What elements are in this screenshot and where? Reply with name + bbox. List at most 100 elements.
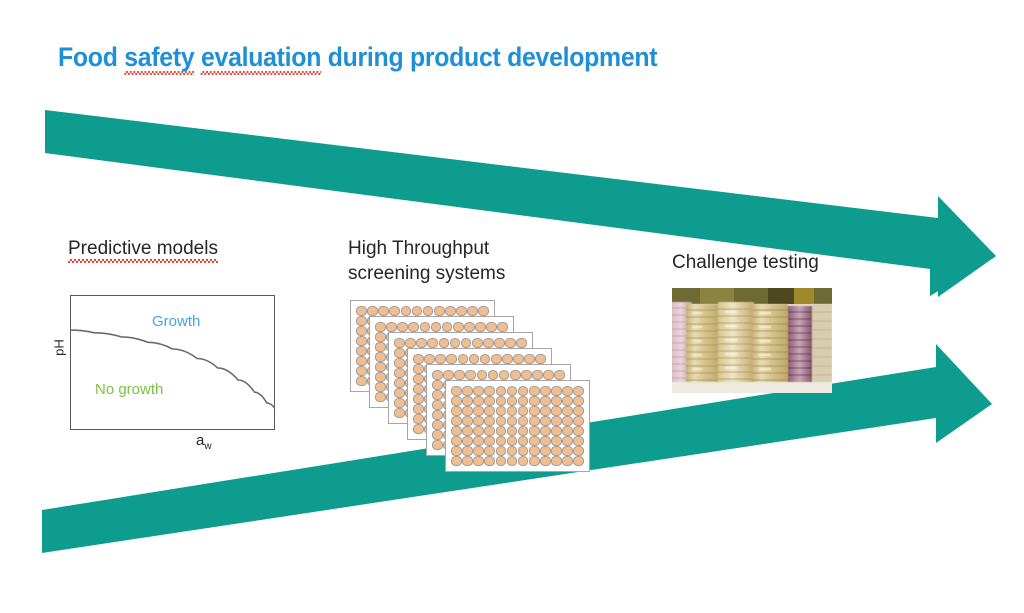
microplate-well xyxy=(445,306,456,316)
microplate-well xyxy=(462,406,473,416)
petri-dish-illustration xyxy=(672,288,832,393)
microplate-well xyxy=(432,440,443,450)
microplate-well xyxy=(524,354,535,364)
microplate-well xyxy=(517,406,529,416)
microplate-well xyxy=(405,338,416,348)
microplate-well xyxy=(356,356,367,366)
microplate-well xyxy=(551,446,562,456)
microplate-well xyxy=(433,306,445,316)
microplate-well xyxy=(562,416,573,426)
microplate-well xyxy=(468,354,480,364)
microplate-well xyxy=(562,386,573,396)
microplate-well xyxy=(394,398,405,408)
aw-base: a xyxy=(196,432,205,449)
microplate-well xyxy=(473,406,484,416)
microplate-well xyxy=(375,392,386,402)
petri-dish-photo xyxy=(672,288,832,393)
microplate-well xyxy=(573,406,584,416)
microplate-well xyxy=(386,322,397,332)
microplate-well xyxy=(454,370,465,380)
microplate-well xyxy=(551,426,562,436)
microplate-well xyxy=(394,368,405,378)
microplate-well xyxy=(475,322,486,332)
microplate-well xyxy=(451,456,462,466)
microplate-well xyxy=(528,396,540,406)
microplate-well xyxy=(451,386,462,396)
microplate-well xyxy=(462,416,473,426)
aw-subscript: w xyxy=(204,441,212,452)
x-axis-label-aw: aw xyxy=(196,432,212,452)
microplate-well xyxy=(467,306,478,316)
page-title: Food safety evaluation during product de… xyxy=(58,42,658,75)
microplate-well xyxy=(473,426,484,436)
predictive-model-plot xyxy=(70,295,275,430)
microplate-well xyxy=(375,322,386,332)
microplate-well xyxy=(462,446,473,456)
microplate-well xyxy=(540,386,551,396)
microplate-well xyxy=(540,436,551,446)
microplate-well xyxy=(465,370,476,380)
microplate-well xyxy=(413,414,424,424)
microplate-well xyxy=(540,406,551,416)
microplate-well xyxy=(532,370,543,380)
microplate-well xyxy=(528,436,540,446)
title-word-food: Food xyxy=(58,42,125,72)
microplate-well xyxy=(375,342,386,352)
microplate-well xyxy=(375,372,386,382)
microplate-well xyxy=(451,406,462,416)
microplate-well xyxy=(528,386,540,396)
microplate-well xyxy=(471,338,483,348)
microplate-well xyxy=(413,384,424,394)
microplate-well xyxy=(517,446,529,456)
microplate-well xyxy=(506,406,518,416)
microplate-well xyxy=(462,426,473,436)
microplate-well xyxy=(356,306,367,316)
microplate-well xyxy=(473,456,484,466)
top-arrow xyxy=(45,110,995,296)
microplate-well xyxy=(506,446,518,456)
microplate-well xyxy=(446,354,457,364)
microplate-well xyxy=(486,322,497,332)
microplate-well xyxy=(356,326,367,336)
microplate-well xyxy=(551,396,562,406)
microplate-well xyxy=(394,408,405,418)
microplate-well xyxy=(487,370,499,380)
title-word-safety-misspelled: safety xyxy=(124,42,195,75)
microplate-well xyxy=(502,354,513,364)
microplate-well xyxy=(411,306,423,316)
microplate-well xyxy=(573,436,584,446)
section-heading-hts: High Throughput screening systems xyxy=(348,236,505,286)
predictive-heading-text: Predictive models xyxy=(68,238,218,263)
growth-region-label: Growth xyxy=(152,313,201,330)
microplate-well xyxy=(540,396,551,406)
microplate-well xyxy=(562,396,573,406)
microplate-well xyxy=(394,378,405,388)
microplate-well xyxy=(462,456,473,466)
microplate-well xyxy=(451,416,462,426)
microplate-well xyxy=(476,370,488,380)
microplate-well xyxy=(438,338,450,348)
microplate-well xyxy=(478,306,489,316)
microplate-well xyxy=(473,396,484,406)
microplate-well xyxy=(517,426,529,436)
microplate-well xyxy=(540,446,551,456)
microplate-well xyxy=(473,386,484,396)
microplate-well xyxy=(422,306,434,316)
microplate-well xyxy=(430,322,442,332)
microplate-well xyxy=(495,406,507,416)
microplate-well xyxy=(408,322,419,332)
microplate-well xyxy=(517,386,529,396)
microplate-well xyxy=(495,386,507,396)
microplate-well xyxy=(432,380,443,390)
microplate-well xyxy=(479,354,491,364)
microplate-well xyxy=(456,306,467,316)
microplate-well xyxy=(443,370,454,380)
microplate-well xyxy=(413,404,424,414)
microplate-well xyxy=(356,366,367,376)
growth-boundary-curve xyxy=(70,329,275,409)
microplate-well xyxy=(528,446,540,456)
microplate-well xyxy=(484,426,495,436)
microplate-well xyxy=(543,370,554,380)
microplate-well xyxy=(513,354,524,364)
microplate-well xyxy=(562,436,573,446)
